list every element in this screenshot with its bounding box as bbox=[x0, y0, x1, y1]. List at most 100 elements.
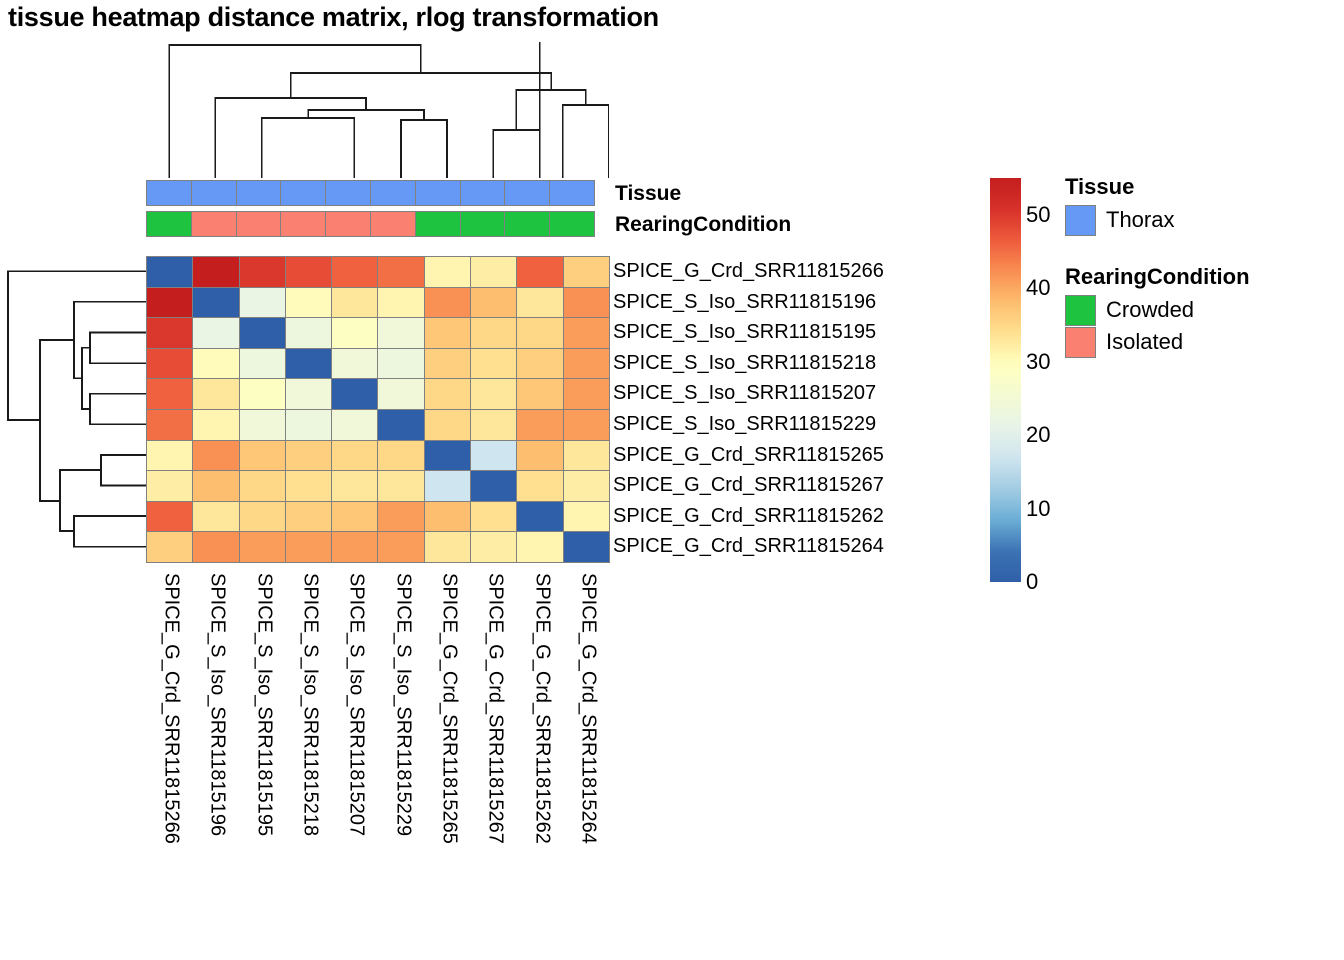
heatmap-cell bbox=[146, 347, 194, 380]
legend-entry[interactable]: Crowded bbox=[1065, 294, 1325, 326]
heatmap-cell bbox=[562, 378, 611, 411]
annotation-cell bbox=[369, 180, 417, 206]
heatmap-cell bbox=[423, 470, 472, 503]
column-label: SPICE_G_Crd_SRR11815264 bbox=[577, 573, 600, 844]
heatmap-cell bbox=[238, 408, 287, 442]
column-label-slot: SPICE_G_Crd_SRR11815266 bbox=[146, 569, 192, 959]
column-label: SPICE_S_Iso_SRR11815218 bbox=[299, 573, 322, 837]
heatmap-cell bbox=[238, 470, 287, 503]
heatmap-cell bbox=[516, 317, 565, 350]
column-label: SPICE_G_Crd_SRR11815265 bbox=[438, 573, 461, 844]
legend-swatch bbox=[1065, 294, 1096, 326]
column-label: SPICE_G_Crd_SRR11815262 bbox=[530, 573, 553, 844]
heatmap-cell bbox=[516, 347, 565, 380]
heatmap-cell bbox=[192, 378, 241, 411]
heatmap-cell bbox=[377, 500, 426, 533]
row-label: SPICE_G_Crd_SRR11815267 bbox=[613, 474, 884, 497]
heatmap-cell bbox=[331, 378, 379, 411]
heatmap-cell bbox=[377, 408, 426, 442]
annotation-cell bbox=[459, 180, 506, 206]
legend-entry-label: Thorax bbox=[1106, 207, 1175, 232]
legend-entry-label: Crowded bbox=[1106, 297, 1195, 322]
legend-entry[interactable]: Thorax bbox=[1065, 204, 1325, 236]
colorbar-tick-label: 50 bbox=[1026, 201, 1051, 227]
heatmap-cell bbox=[516, 439, 565, 472]
colorbar-tick-label: 40 bbox=[1026, 275, 1051, 301]
heatmap-cell bbox=[146, 531, 194, 564]
heatmap-cell bbox=[146, 286, 194, 319]
legend-spacer bbox=[1065, 236, 1325, 264]
heatmap-cell bbox=[146, 256, 194, 289]
column-label-slot: SPICE_G_Crd_SRR11815267 bbox=[470, 569, 516, 959]
column-label-slot: SPICE_S_Iso_SRR11815207 bbox=[331, 569, 377, 959]
legend-entry[interactable]: Isolated bbox=[1065, 326, 1325, 358]
annotation-cell bbox=[325, 180, 372, 206]
annotation-cell bbox=[459, 211, 506, 237]
legend-swatch bbox=[1065, 326, 1096, 358]
column-label: SPICE_G_Crd_SRR11815266 bbox=[160, 573, 183, 844]
page-title: tissue heatmap distance matrix, rlog tra… bbox=[8, 2, 659, 32]
heatmap-cell bbox=[562, 470, 611, 503]
rearing-annotation-bar bbox=[146, 211, 596, 237]
heatmap-cell bbox=[470, 439, 518, 472]
heatmap-cell bbox=[284, 378, 333, 411]
heatmap-cell bbox=[470, 286, 518, 319]
annotation-cell bbox=[146, 211, 193, 237]
heatmap-cell bbox=[192, 500, 241, 533]
legend-swatch bbox=[1065, 204, 1096, 236]
heatmap-cell bbox=[192, 470, 241, 503]
column-label-list: SPICE_G_Crd_SRR11815266 SPICE_S_Iso_SRR11… bbox=[146, 569, 609, 959]
heatmap-cell bbox=[284, 439, 333, 472]
heatmap-cell bbox=[192, 286, 241, 319]
column-label: SPICE_S_Iso_SRR11815229 bbox=[391, 573, 414, 837]
heatmap-cell bbox=[423, 439, 472, 472]
heatmap-cell bbox=[331, 256, 379, 289]
heatmap-cell bbox=[238, 256, 287, 289]
heatmap-cell bbox=[562, 408, 611, 442]
heatmap-cell bbox=[423, 286, 472, 319]
annotation-cell bbox=[414, 180, 462, 206]
heatmap-cell bbox=[516, 531, 565, 564]
annotation-cell bbox=[369, 211, 417, 237]
heatmap-cell bbox=[423, 408, 472, 442]
heatmap-cell bbox=[562, 531, 611, 564]
heatmap-cell bbox=[423, 347, 472, 380]
heatmap-cell bbox=[146, 378, 194, 411]
column-label: SPICE_G_Crd_SRR11815267 bbox=[484, 573, 507, 844]
heatmap-cell bbox=[331, 531, 379, 564]
annotation-cell bbox=[414, 211, 462, 237]
row-label: SPICE_S_Iso_SRR11815196 bbox=[613, 290, 877, 313]
heatmap-cell bbox=[238, 317, 287, 350]
heatmap-cell bbox=[238, 500, 287, 533]
legend-title: Tissue bbox=[1065, 174, 1135, 199]
heatmap-cell bbox=[562, 317, 611, 350]
heatmap-cell bbox=[470, 347, 518, 380]
row-label: SPICE_G_Crd_SRR11815262 bbox=[613, 504, 884, 527]
column-label-slot: SPICE_G_Crd_SRR11815264 bbox=[563, 569, 609, 959]
heatmap-cell bbox=[470, 531, 518, 564]
heatmap-cell bbox=[238, 439, 287, 472]
heatmap-cell bbox=[146, 317, 194, 350]
heatmap-cell bbox=[470, 378, 518, 411]
annotation-cell bbox=[235, 211, 282, 237]
heatmap-cell bbox=[284, 256, 333, 289]
heatmap-cell bbox=[470, 408, 518, 442]
heatmap-cell bbox=[470, 470, 518, 503]
heatmap-cell bbox=[146, 408, 194, 442]
heatmap-cell bbox=[562, 256, 611, 289]
heatmap-cell bbox=[331, 286, 379, 319]
heatmap-cell bbox=[562, 286, 611, 319]
heatmap-cell bbox=[238, 347, 287, 380]
row-label: SPICE_G_Crd_SRR11815264 bbox=[613, 535, 884, 558]
heatmap-cell bbox=[192, 531, 241, 564]
row-label: SPICE_S_Iso_SRR11815207 bbox=[613, 382, 877, 405]
colorbar-tick-label: 30 bbox=[1026, 348, 1051, 374]
annotation-cell bbox=[146, 180, 193, 206]
heatmap-cell bbox=[423, 531, 472, 564]
heatmap-cell bbox=[516, 378, 565, 411]
column-dendrogram bbox=[168, 42, 609, 178]
row-label: SPICE_S_Iso_SRR11815195 bbox=[613, 321, 877, 344]
column-label: SPICE_S_Iso_SRR11815196 bbox=[206, 573, 229, 837]
